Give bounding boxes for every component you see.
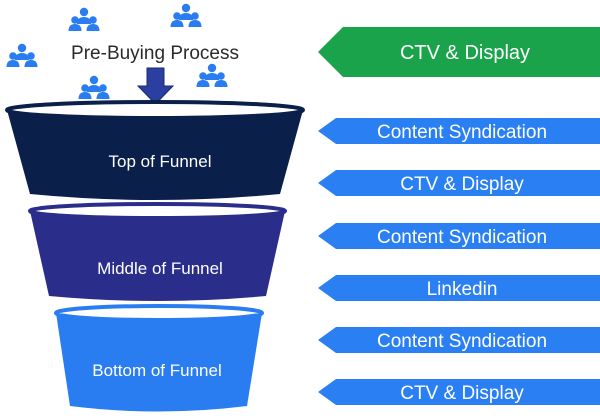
channel-arrow: CTV & Display bbox=[318, 379, 600, 405]
people-group-icon bbox=[196, 63, 228, 87]
channel-label: CTV & Display bbox=[400, 42, 530, 64]
funnel-label-bottom: Bottom of Funnel bbox=[92, 361, 221, 380]
people-group-icon bbox=[78, 75, 110, 99]
funnel-stage-bottom: Bottom of Funnel bbox=[54, 304, 264, 412]
funnel-label-top: Top of Funnel bbox=[108, 152, 211, 171]
pre-buying-title: Pre-Buying Process bbox=[71, 43, 239, 64]
people-group-icon bbox=[6, 43, 38, 67]
channel-label: Content Syndication bbox=[377, 331, 547, 352]
channel-label: CTV & Display bbox=[400, 383, 524, 404]
channel-arrow: Content Syndication bbox=[318, 327, 600, 353]
channel-arrow: CTV & Display bbox=[318, 170, 600, 196]
people-group-icon bbox=[170, 3, 202, 28]
channel-arrow: CTV & Display bbox=[318, 27, 600, 77]
channel-arrow: Linkedin bbox=[318, 275, 600, 301]
channel-label: Content Syndication bbox=[377, 227, 547, 248]
channel-label: Content Syndication bbox=[377, 122, 547, 143]
funnel-stage-top: Top of Funnel bbox=[5, 100, 305, 200]
channel-arrow: Content Syndication bbox=[318, 118, 600, 144]
funnel-label-middle: Middle of Funnel bbox=[97, 259, 223, 278]
channel-label: Linkedin bbox=[427, 279, 498, 300]
channel-arrow: Content Syndication bbox=[318, 223, 600, 249]
people-group-icon bbox=[68, 7, 100, 32]
channel-label: CTV & Display bbox=[400, 174, 524, 195]
down-arrow-icon bbox=[136, 67, 175, 105]
funnel-stage-middle: Middle of Funnel bbox=[28, 202, 287, 301]
